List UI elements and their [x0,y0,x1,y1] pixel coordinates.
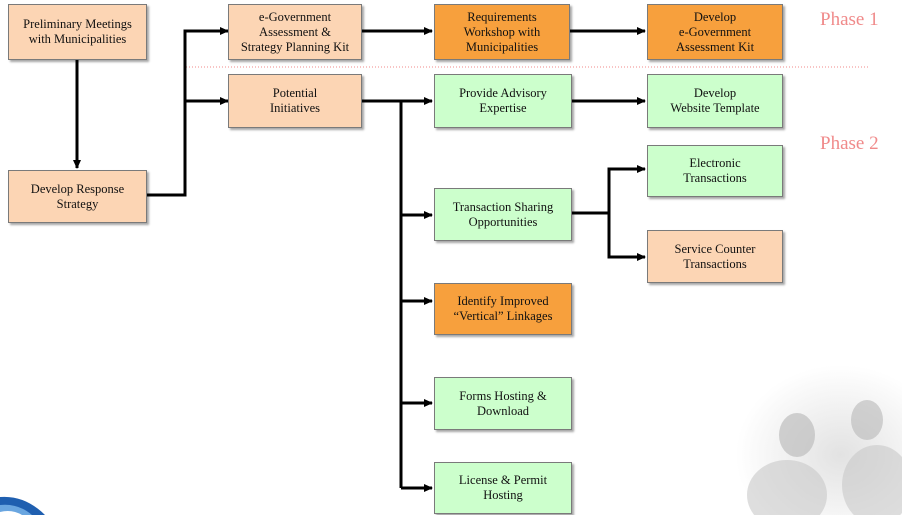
node-develop-response-strategy: Develop Response Strategy [8,170,147,223]
node-forms-hosting: Forms Hosting & Download [434,377,572,430]
node-preliminary-meetings: Preliminary Meetings with Municipalities [8,4,147,60]
node-vertical-linkages: Identify Improved “Vertical” Linkages [434,283,572,335]
blue-swoosh-logo-icon [0,496,45,515]
node-requirements-workshop: Requirements Workshop with Municipalitie… [434,4,570,60]
node-license-permit-hosting: License & Permit Hosting [434,462,572,514]
node-develop-website-template: Develop Website Template [647,74,783,128]
node-assessment-planning-kit: e-Government Assessment & Strategy Plann… [228,4,362,60]
arrow-sharing-to-electronic [572,165,646,215]
node-develop-assessment-kit: Develop e-Government Assessment Kit [647,4,783,60]
phase-2-label: Phase 2 [820,133,879,154]
node-service-counter-transactions: Service Counter Transactions [647,230,783,283]
node-potential-initiatives: Potential Initiatives [228,74,362,128]
phase-1-label: Phase 1 [820,9,879,30]
background-photo-watermark [727,365,902,515]
arrow-sharing-to-counter [607,213,646,261]
node-provide-advisory-expertise: Provide Advisory Expertise [434,74,572,128]
node-electronic-transactions: Electronic Transactions [647,145,783,197]
arrow-response-to-kit [147,27,229,197]
node-transaction-sharing: Transaction Sharing Opportunities [434,188,572,241]
